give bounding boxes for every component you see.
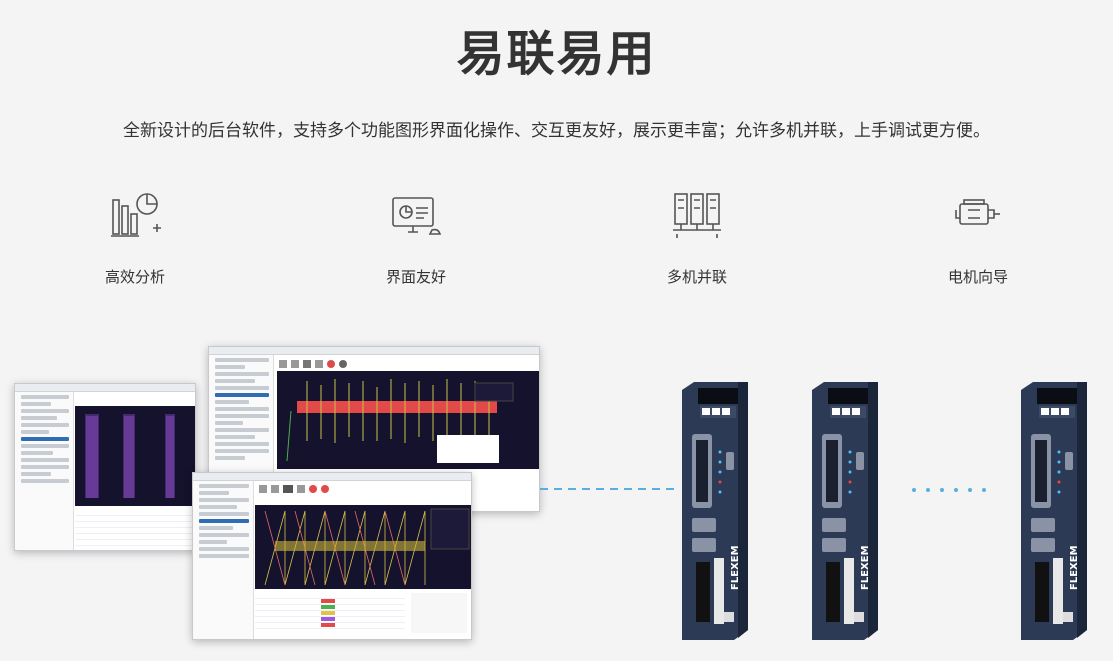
servo-drive-graphic: FLEXEM bbox=[682, 382, 748, 640]
data-table bbox=[75, 510, 193, 548]
brand-label: FLEXEM bbox=[860, 545, 871, 590]
software-screenshot-1 bbox=[14, 383, 196, 551]
table-color-cells bbox=[321, 599, 335, 627]
feature-ui: 界面友好 bbox=[351, 188, 481, 287]
feature-label: 电机向导 bbox=[947, 268, 1008, 286]
monitor-ui-icon bbox=[392, 197, 442, 235]
brand-label: FLEXEM bbox=[1069, 545, 1080, 590]
servo-drive-graphic: FLEXEM bbox=[812, 382, 878, 640]
servo-drive-graphic: FLEXEM bbox=[1021, 382, 1087, 640]
section-subtitle: 全新设计的后台软件，支持多个功能图形界面化操作、交互更友好，展示更丰富；允许多机… bbox=[123, 121, 990, 141]
feature-label: 多机并联 bbox=[666, 268, 727, 286]
motor-icon bbox=[955, 199, 1000, 225]
servo-drive-2: FLEXEM bbox=[806, 380, 886, 646]
waveform-graphic bbox=[286, 379, 514, 463]
servo-drive-3: FLEXEM bbox=[1015, 380, 1095, 646]
connection-line bbox=[540, 488, 680, 490]
brand-label: FLEXEM bbox=[730, 545, 741, 590]
project-tree bbox=[15, 392, 74, 550]
software-screenshot-3 bbox=[192, 472, 472, 640]
window-titlebar bbox=[15, 384, 195, 392]
waveform-plot bbox=[75, 406, 195, 506]
toolbar-icons bbox=[279, 360, 347, 368]
feature-label: 界面友好 bbox=[385, 268, 446, 286]
multi-servers-icon bbox=[673, 193, 721, 238]
window-titlebar bbox=[193, 473, 471, 481]
waveform-graphic bbox=[264, 508, 470, 586]
parameter-table bbox=[255, 593, 405, 633]
waveform-plot bbox=[277, 371, 539, 469]
toolbar bbox=[257, 481, 337, 495]
feature-analysis: 高效分析 bbox=[70, 188, 200, 287]
side-panel bbox=[411, 593, 467, 633]
waveform-graphic bbox=[85, 414, 175, 498]
feature-motor: 电机向导 bbox=[913, 188, 1043, 287]
window-titlebar bbox=[209, 347, 539, 355]
more-dots bbox=[912, 488, 986, 492]
project-tree bbox=[193, 481, 254, 639]
feature-label: 高效分析 bbox=[104, 268, 165, 286]
servo-drive-1: FLEXEM bbox=[676, 380, 756, 646]
section-title: 易联易用 bbox=[456, 26, 657, 82]
feature-multi: 多机并联 bbox=[632, 188, 762, 287]
toolbar bbox=[277, 355, 357, 368]
analysis-chart-icon bbox=[111, 193, 161, 237]
waveform-plot bbox=[255, 505, 471, 589]
toolbar-icons bbox=[259, 485, 329, 493]
